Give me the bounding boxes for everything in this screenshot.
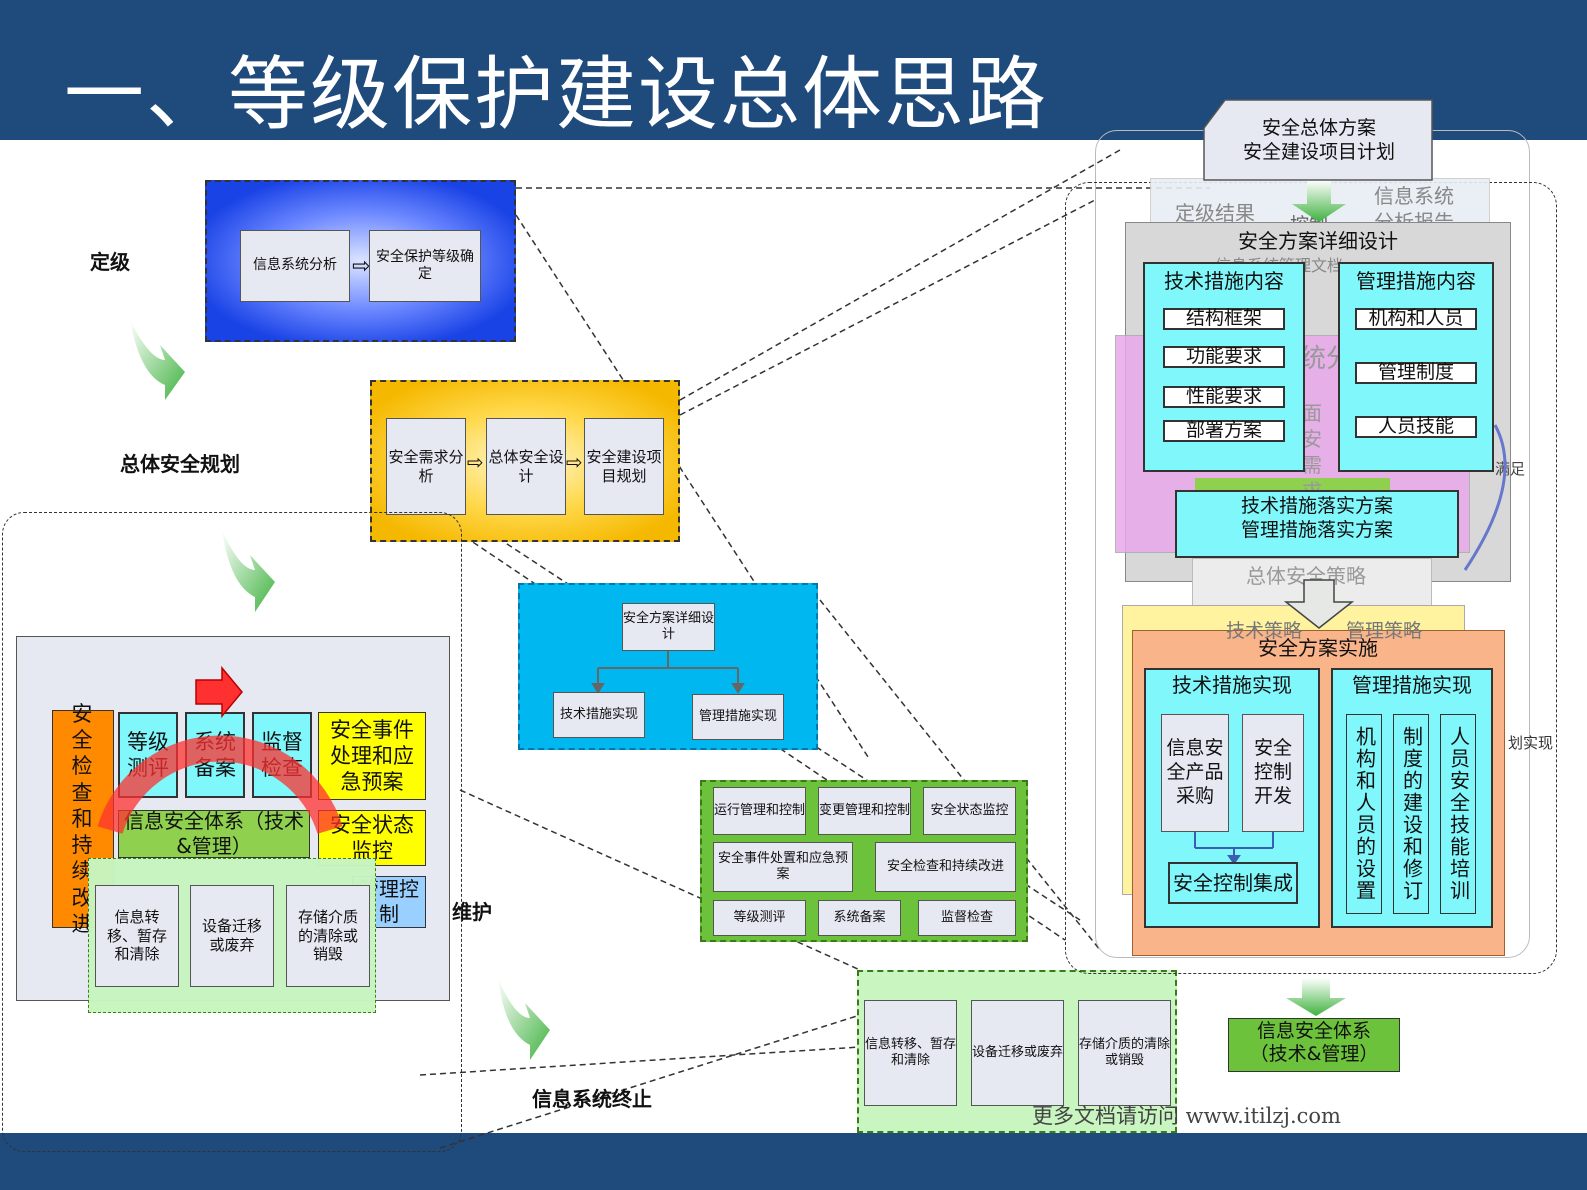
planning-arrow-icon-1: ⇨: [467, 450, 484, 474]
impl-plan-line1: 技术措施落实方案: [1240, 495, 1393, 518]
mgmt-impl-org: 机构和人员的设置: [1346, 714, 1382, 914]
design-item-tech: 技术措施实现: [553, 692, 645, 738]
cycle-item-center: 信息安全体系（技术&管理）: [118, 810, 310, 858]
term-item-transfer: 信息转移、暂存和清除: [864, 1000, 957, 1106]
left-dashed-outline: [2, 512, 462, 1152]
grading-arrow-icon: ⇨: [352, 254, 371, 279]
maint-item-supervision: 监督检查: [918, 900, 1016, 936]
mgmt-content-title: 管理措施内容: [1356, 268, 1476, 293]
result-line2: （技术&管理）: [1249, 1043, 1379, 1066]
term-item-device: 设备迁移或废弃: [971, 1000, 1064, 1106]
overlay-item-device: 设备迁移或废弃: [190, 885, 274, 987]
grading-item-level: 安全保护等级确定: [369, 230, 481, 302]
tech-item-performance: 性能要求: [1163, 385, 1285, 408]
page-title: 一、等级保护建设总体思路: [64, 48, 1048, 141]
stage-termination: 信息系统终止: [532, 1087, 652, 1111]
mgmt-item-policy: 管理制度: [1355, 361, 1477, 384]
impl-plan-box: [1175, 490, 1459, 558]
impl-plan-line2: 管理措施落实方案: [1240, 519, 1393, 542]
ghost-satisfy-label: 满足: [1495, 460, 1526, 478]
tech-impl-title: 技术措施实现: [1172, 672, 1292, 697]
tech-impl-procurement: 信息安全产品采购: [1161, 714, 1229, 832]
maint-item-check: 安全检查和持续改进: [875, 842, 1016, 892]
planning-item-project: 安全建设项目规划: [584, 418, 664, 515]
mgmt-impl-org-label: 机构和人员的设置: [1352, 726, 1377, 902]
mgmt-impl-training: 人员安全技能培训: [1440, 714, 1476, 914]
top-doc-line1: 安全总体方案: [1261, 117, 1376, 140]
tech-content-title: 技术措施内容: [1164, 268, 1284, 293]
mgmt-impl-training-label: 人员安全技能培训: [1446, 726, 1471, 902]
ghost-mgmt-policy: 管理策略: [1346, 620, 1423, 642]
tech-item-framework: 结构框架: [1163, 307, 1285, 330]
stage-planning: 总体安全规划: [120, 452, 240, 476]
overlay-item-media: 存储介质的清除或销毁: [286, 885, 370, 987]
footer-note: 更多文档请访问 www.itilzj.com: [1032, 1104, 1341, 1128]
planning-item-design: 总体安全设计: [486, 418, 566, 515]
result-line1: 信息安全体系: [1256, 1020, 1371, 1043]
cycle-item-incident: 安全事件处理和应急预案: [318, 712, 426, 800]
planning-arrow-icon-2: ⇨: [566, 450, 583, 474]
mgmt-item-org: 机构和人员: [1355, 307, 1477, 330]
ghost-realize: 划实现: [1508, 734, 1554, 752]
design-section-title: 安全方案详细设计: [1238, 228, 1398, 253]
maint-item-monitor: 安全状态监控: [923, 787, 1016, 835]
impl-section-title: 安全方案实施: [1258, 635, 1378, 660]
design-item-top: 安全方案详细设计: [622, 603, 715, 651]
ghost-tech-policy: 技术策略: [1226, 620, 1303, 642]
tech-impl-development: 安全控制开发: [1242, 714, 1304, 832]
mgmt-item-skills: 人员技能: [1355, 415, 1477, 438]
maint-item-assessment: 等级测评: [713, 900, 806, 936]
stage-maintenance: 维护: [452, 900, 492, 924]
planning-item-requirements: 安全需求分析: [386, 418, 466, 515]
maint-item-ops: 运行管理和控制: [713, 787, 806, 835]
term-item-media: 存储介质的清除或销毁: [1078, 1000, 1171, 1106]
tech-item-function: 功能要求: [1163, 345, 1285, 368]
mgmt-impl-policy: 制度的建设和修订: [1393, 714, 1429, 914]
mgmt-impl-policy-label: 制度的建设和修订: [1399, 726, 1424, 902]
maint-item-incident: 安全事件处置和应急预案: [713, 842, 853, 892]
overlay-item-transfer: 信息转移、暂存和清除: [95, 885, 179, 987]
top-doc-line2: 安全建设项目计划: [1242, 141, 1395, 164]
grading-item-system-analysis: 信息系统分析: [240, 230, 350, 302]
result-box: [1228, 1018, 1400, 1072]
maint-item-change: 变更管理和控制: [818, 787, 911, 835]
cycle-check-improve-label: 安全检查和持续改进: [71, 701, 95, 936]
maint-item-filing: 系统备案: [818, 900, 901, 936]
ghost-result-label: 定级结果: [1175, 201, 1255, 225]
ghost-analysis-label-1: 信息系统: [1374, 184, 1454, 208]
design-item-mgmt: 管理措施实现: [692, 694, 784, 740]
tech-item-deployment: 部署方案: [1163, 419, 1285, 442]
stage-grading: 定级: [90, 250, 130, 274]
mgmt-impl-title: 管理措施实现: [1352, 672, 1472, 697]
tech-impl-integration: 安全控制集成: [1168, 862, 1298, 904]
footer-bar: [0, 1133, 1587, 1190]
